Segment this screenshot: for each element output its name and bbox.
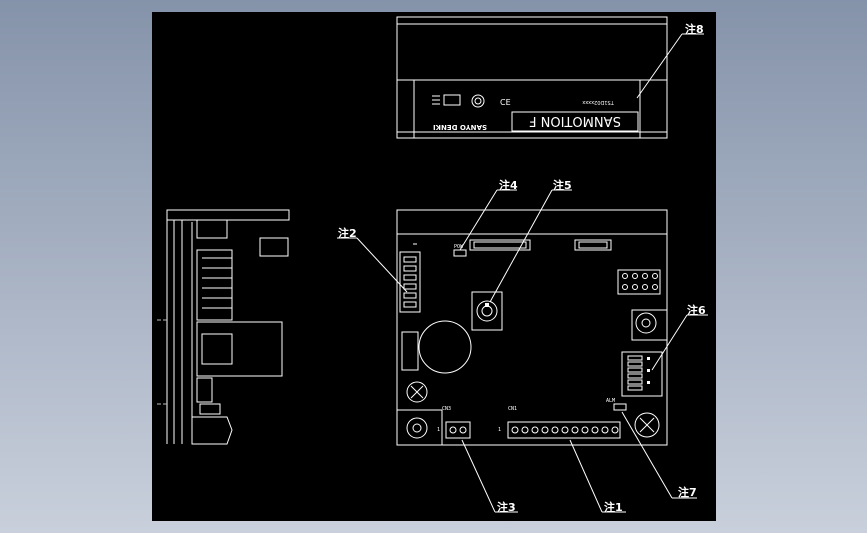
drawing-canvas: SANMOTION F SANYO DENKI TS1D02xxxx CE 注8 <box>152 12 716 521</box>
cn1-label: CN1 <box>508 406 517 412</box>
note-2-label: 注2 <box>338 226 357 240</box>
alm-led <box>613 403 627 411</box>
note-7-label: 注7 <box>678 485 697 499</box>
note-6-label: 注6 <box>687 303 706 317</box>
pin-header <box>617 269 661 295</box>
board-view: POW <box>396 209 668 446</box>
cad-drawing: SANMOTION F SANYO DENKI TS1D02xxxx CE 注8 <box>157 16 708 514</box>
note-1-label: 注1 <box>604 500 623 514</box>
side-view <box>157 209 290 445</box>
note-2-callout: 注2 <box>337 226 408 293</box>
note-8-label: 注8 <box>685 22 704 36</box>
model-text: TS1D02xxxx <box>582 99 614 105</box>
note-3-callout: 注3 <box>461 439 518 514</box>
ce-mark-icon <box>443 94 461 106</box>
ce-symbol-icon: CE <box>500 98 511 107</box>
note-6-callout: 注6 <box>651 303 708 371</box>
note-5-callout: 注5 <box>489 178 572 303</box>
dip-switch <box>621 351 663 397</box>
note-8-callout: 注8 <box>636 22 704 99</box>
cn1-connector <box>507 421 621 439</box>
cn1-pin1-label: 1 <box>498 427 501 433</box>
note-7-callout: 注7 <box>621 411 697 499</box>
pow-led <box>453 249 467 257</box>
pow-label: POW <box>454 244 464 250</box>
mount-hole-left <box>406 381 428 403</box>
maker-text: SANYO DENKI <box>433 123 487 131</box>
mount-hole-bottom-right <box>634 412 660 438</box>
cn2-connector <box>399 251 421 313</box>
note-1-callout: 注1 <box>569 439 626 514</box>
brand-box <box>511 111 639 132</box>
note-3-label: 注3 <box>497 500 516 514</box>
mount-hole-bottom-left <box>406 417 428 439</box>
alm-label: ALM <box>606 398 615 404</box>
note-4-callout: 注4 <box>459 178 518 251</box>
cn3-pin1-label: 1 <box>437 427 440 433</box>
note-4-label: 注4 <box>499 178 518 192</box>
cn3-label: CN3 <box>442 406 451 412</box>
top-view: SANMOTION F SANYO DENKI TS1D02xxxx CE <box>396 16 668 139</box>
top-connector-right <box>574 239 612 251</box>
rotary-switch <box>471 291 503 331</box>
ul-mark-icon <box>471 94 485 108</box>
brand-text: SANMOTION F <box>529 113 621 128</box>
cn3-connector <box>445 421 471 439</box>
top-view-outline <box>396 16 668 139</box>
capacitor <box>418 320 472 374</box>
mount-hole-right <box>635 312 657 334</box>
top-connector-left <box>469 239 531 251</box>
note-5-label: 注5 <box>553 178 572 192</box>
